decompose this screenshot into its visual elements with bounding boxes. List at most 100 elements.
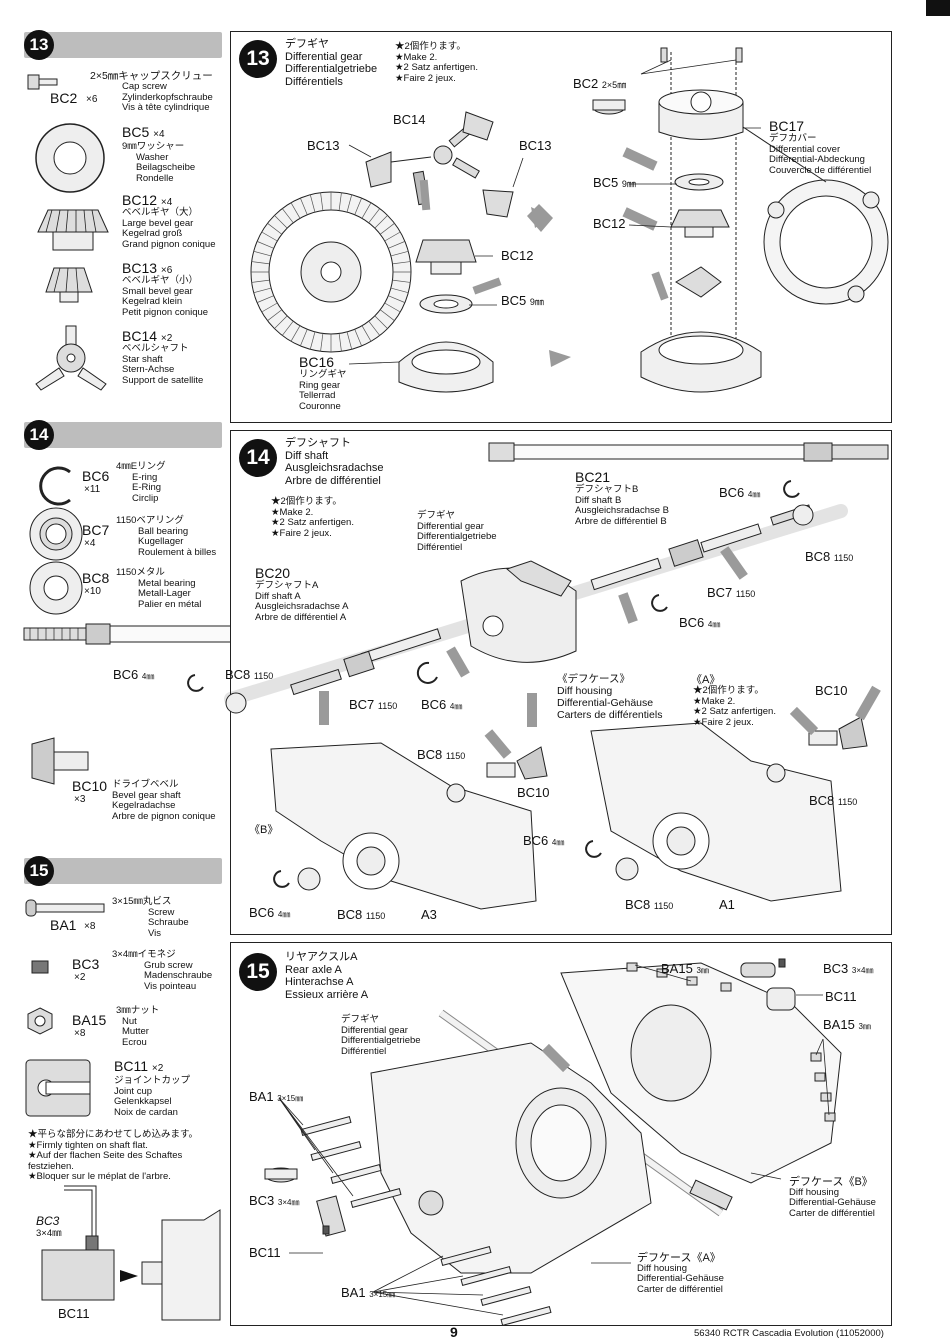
housing-a-en: Diff housing xyxy=(637,1262,687,1274)
label-ba1-bottom-size: 3×15㎜ xyxy=(369,1290,396,1299)
step15-title-de: Hinterachse A xyxy=(285,976,354,988)
step14-title-de: Ausgleichsradachse xyxy=(285,462,384,474)
label-bc10-mid: BC10 xyxy=(517,785,550,800)
label-bc7-top-code: BC7 xyxy=(707,585,733,600)
label-bc6-center-code: BC6 xyxy=(421,697,447,712)
label-ba15-right-code: BA15 xyxy=(823,1017,855,1032)
bc12-name-de: Kegelrad groß xyxy=(122,228,183,239)
step13-title-fr: Différentiels xyxy=(285,75,343,88)
housing-label-fr: Carters de différentiels xyxy=(557,709,663,721)
label-bc8-left: BC8 1150 xyxy=(225,667,273,682)
label-bc8-left-code: BC8 xyxy=(225,667,251,682)
label-bc5: BC5 9㎜ xyxy=(501,293,544,308)
label-bc6-mid-size: 4㎜ xyxy=(707,620,721,629)
label-bc16-fr: Couronne xyxy=(299,400,341,412)
label-bc8-right: BC8 1150 xyxy=(809,793,857,808)
label-bc8-left-size: 1150 xyxy=(253,671,274,681)
step15-diffgear-jp: デフギヤ xyxy=(341,1014,380,1025)
bc2-qty: ×6 xyxy=(86,94,98,105)
label-ba15-top-code: BA15 xyxy=(661,961,693,976)
label-bc6-lower: BC6 4㎜ xyxy=(523,833,564,848)
label-bc11-left: BC11 xyxy=(249,1245,281,1260)
label-bc20-de: Ausgleichsradachse A xyxy=(255,601,349,612)
label-bc7-left-size: 1150 xyxy=(377,701,398,711)
bc5-size: 9㎜ワッシャー xyxy=(122,141,185,152)
label-bc8-mid-code: BC8 xyxy=(417,747,443,762)
bc2-name-fr: Vis à tête cylindrique xyxy=(122,102,210,113)
step15-diffgear-de: Differentialgetriebe xyxy=(341,1035,421,1046)
label-bc6-lower-size: 4㎜ xyxy=(551,838,565,847)
step15-side-header xyxy=(24,858,222,884)
ring-gear-drawing xyxy=(250,47,889,393)
step14-panel: 14 デフシャフト Diff shaft Ausgleichsradachse … xyxy=(113,430,892,935)
step13-title-en: Differential gear xyxy=(285,50,363,63)
label-bc8-br-size: 1150 xyxy=(653,901,674,911)
bc14-code: BC14 xyxy=(122,328,158,344)
bc13-qty: ×6 xyxy=(160,265,173,276)
step14-title-fr: Arbre de différentiel xyxy=(285,474,381,487)
bc5-name-de: Beilagscheibe xyxy=(136,162,196,173)
tighten-bc11-label: BC11 xyxy=(58,1306,90,1321)
label-bc16-en: Ring gear xyxy=(299,379,341,391)
bc6-name-fr: Circlip xyxy=(132,492,159,504)
label-bc3-left: BC3 3×4㎜ xyxy=(249,1193,300,1208)
bc2-code: BC2 xyxy=(50,90,78,106)
bc11-name-de: Gelenkkapsel xyxy=(114,1096,172,1107)
tighten-en: ★Firmly tighten on shaft flat. xyxy=(28,1139,148,1151)
ba1-name-de: Schraube xyxy=(148,917,189,928)
step14-make2-jp: ★2個作ります。 xyxy=(271,496,342,507)
label-bc2-code: BC2 xyxy=(573,76,599,91)
step15-diffgear-fr: Différentiel xyxy=(341,1045,387,1057)
bc14-name-de: Stern-Achse xyxy=(122,364,175,375)
bc10-qty: ×3 xyxy=(74,794,86,805)
label-bc17-block: BC17 デフカバー Differential cover Differenti… xyxy=(769,118,871,176)
bc6-code: BC6 xyxy=(82,468,110,484)
label-a3: A3 xyxy=(421,907,437,922)
step15-side-number: 15 xyxy=(24,856,54,886)
page-edge-tab xyxy=(926,0,950,16)
label-ba15-right-size: 3㎜ xyxy=(858,1022,871,1031)
label-ba1-bottom-code: BA1 xyxy=(341,1285,366,1300)
label-bc6-lower-code: BC6 xyxy=(523,833,549,848)
bc7-name-en: Ball bearing xyxy=(138,525,189,537)
diff-shaft-assembly-drawing xyxy=(187,442,889,910)
bc8-qty: ×10 xyxy=(84,586,101,597)
step15-title-jp: リヤアクスルA xyxy=(285,951,358,963)
ba15-size: 3㎜ナット xyxy=(116,1005,160,1016)
bc7-name-fr: Roulement à billes xyxy=(138,546,217,558)
label-bc8-bottom-code: BC8 xyxy=(337,907,363,922)
label-bc16-jp: リングギヤ xyxy=(299,369,347,380)
label-bc12: BC12 xyxy=(501,248,534,263)
bc7-code: BC7 xyxy=(82,522,110,538)
a-make2-fr: ★Faire 2 jeux. xyxy=(693,716,754,728)
step14-diffgear-fr: Différentiel xyxy=(417,541,463,553)
step13-make2-fr: ★Faire 2 jeux. xyxy=(395,72,456,84)
label-bc20-jp: デフシャフトA xyxy=(255,580,319,591)
tighten-note: ★平らな部分にあわせてしめ込みます。 ★Firmly tighten on sh… xyxy=(28,1129,228,1183)
a-make2-jp: ★2個作ります。 xyxy=(693,685,764,696)
large-bevel-gear-icon xyxy=(37,209,109,251)
housing-b-de: Differential-Gehäuse xyxy=(789,1197,876,1208)
bc5-name-fr: Rondelle xyxy=(136,172,174,184)
label-bc6-mid-code: BC6 xyxy=(679,615,705,630)
joint-cup-icon xyxy=(25,1059,91,1117)
ba15-qty: ×8 xyxy=(74,1028,86,1039)
bc8-code: BC8 xyxy=(82,570,110,586)
bc13-code: BC13 xyxy=(122,260,158,276)
bc6-name-de: E-Ring xyxy=(132,482,162,493)
e-ring-icon xyxy=(39,466,71,506)
ba1-size: 3×15㎜丸ビス xyxy=(112,896,172,907)
bc13-name-fr: Petit pignon conique xyxy=(122,306,209,318)
label-bc8-top: BC8 1150 xyxy=(805,549,853,564)
ba1-qty: ×8 xyxy=(84,921,96,932)
label-bc6-center: BC6 4㎜ xyxy=(421,697,462,712)
bc7-name-de: Kugellager xyxy=(138,536,184,547)
label-bc20-fr: Arbre de différentiel A xyxy=(255,611,347,623)
label-bc8-mid: BC8 1150 xyxy=(417,747,465,762)
page-number: 9 xyxy=(450,1324,458,1340)
label-a1: A1 xyxy=(719,897,735,912)
label-bc5-right: BC5 9㎜ xyxy=(593,175,636,190)
bc14-size: ベベルシャフト xyxy=(122,343,189,354)
label-bc5-code: BC5 xyxy=(501,293,527,308)
bc5-code: BC5 xyxy=(122,124,150,140)
